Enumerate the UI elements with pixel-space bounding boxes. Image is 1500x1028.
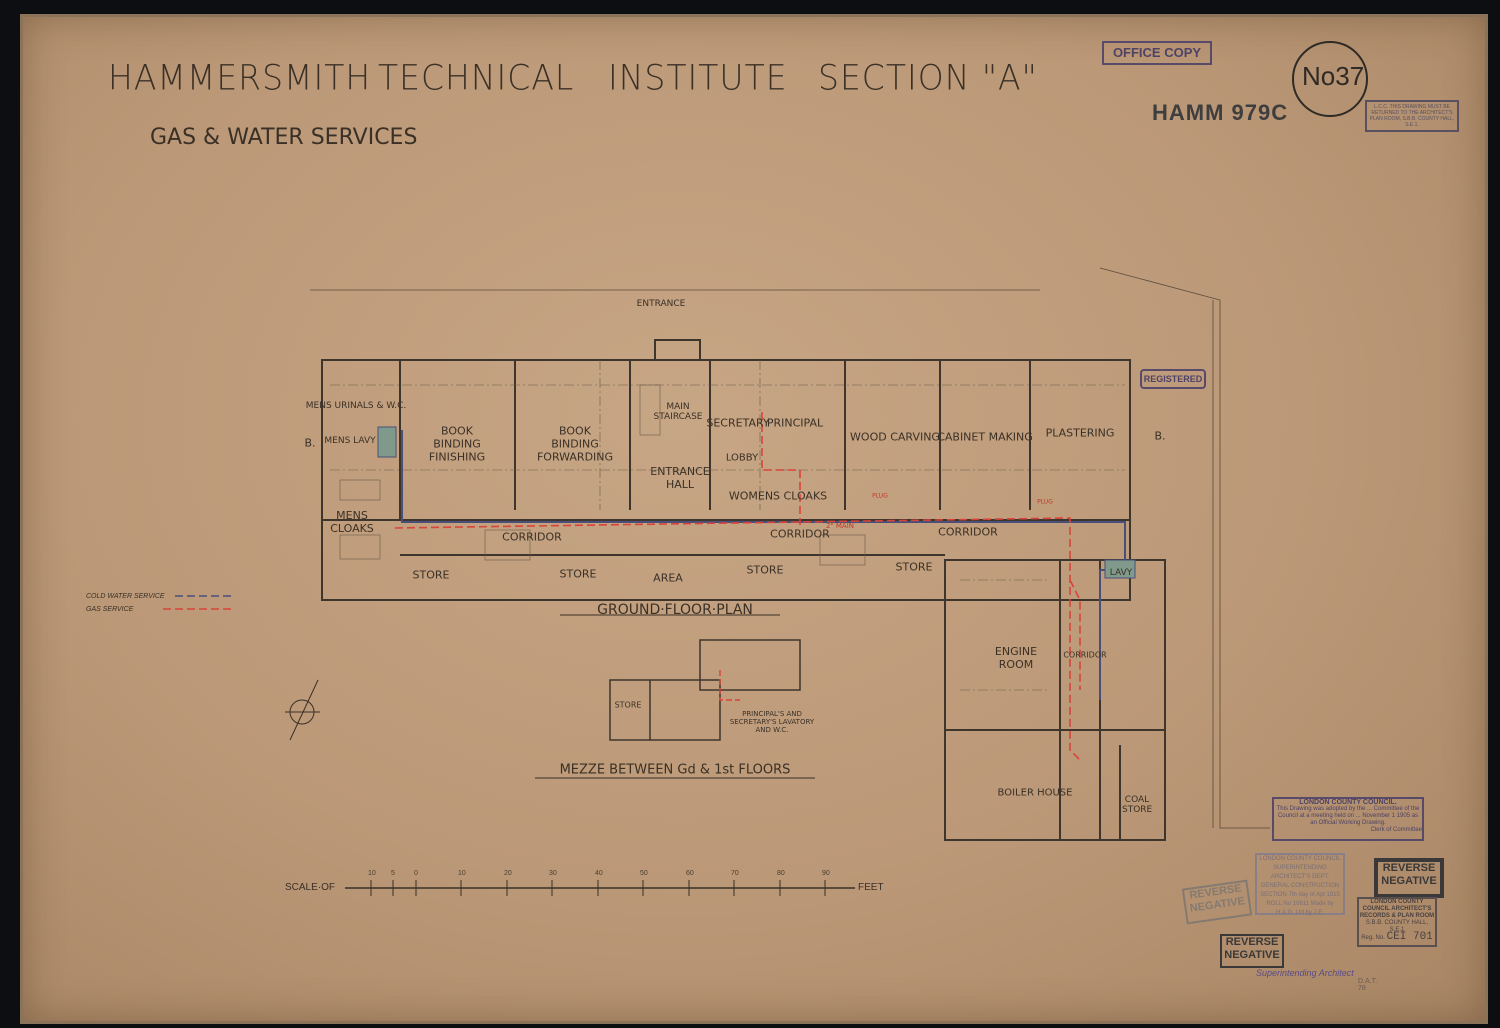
mezzanine-walls — [609, 639, 801, 741]
room-label: CABINET MAKING — [937, 430, 1033, 444]
room-label: STORE — [895, 560, 933, 574]
cold-water-service-line — [401, 430, 1126, 700]
room-label: BOOK BINDING FORWARDING — [536, 424, 614, 464]
title-technical: TECHNICAL — [378, 57, 575, 98]
room-label: MENS CLOAKS — [330, 509, 374, 535]
scale-tick: 50 — [640, 870, 648, 877]
scale-tick: 80 — [777, 870, 785, 877]
lcc-return-stamp: L.C.C. THIS DRAWING MUST BE RETURNED TO … — [1365, 100, 1459, 132]
plug-label: PLUG — [1037, 498, 1053, 506]
lavatory-fixture — [1104, 559, 1136, 579]
scale-tick: 40 — [595, 870, 603, 877]
north-compass — [285, 679, 320, 741]
scale-tick: 5 — [391, 870, 395, 877]
room-label: LAVY — [1109, 568, 1133, 578]
number-circle: No37 — [1292, 41, 1368, 117]
reverse-negative-stamp-2: REVERSE NEGATIVE — [1374, 858, 1444, 898]
legend-water-label: COLD WATER SERVICE — [86, 593, 165, 600]
subtitle: GAS & WATER SERVICES — [150, 125, 418, 150]
room-label: WOMENS CLOAKS — [728, 489, 828, 503]
scale-tick: 60 — [686, 870, 694, 877]
room-label: CORRIDOR — [502, 530, 562, 544]
room-label: STORE — [412, 568, 450, 582]
lcc-adopted-sign: Clerk of Committee — [1370, 827, 1422, 833]
gas-main-label: 2" MAIN — [825, 522, 855, 530]
room-label: SECRETARY — [706, 416, 770, 430]
entrance-label: ENTRANCE — [636, 299, 686, 309]
room-label: LOBBY — [725, 452, 759, 464]
room-label: STORE — [746, 563, 784, 577]
room-label: WOOD CARVING — [850, 430, 940, 444]
room-label: BOILER HOUSE — [997, 787, 1073, 799]
room-label: MAIN STAIRCASE — [653, 402, 703, 422]
title-hammersmith: HAMMERSMITH — [108, 57, 372, 98]
drawing-number: No37 — [1302, 61, 1365, 91]
scale-tick: 10 — [458, 870, 466, 877]
mezzanine-store: STORE — [614, 700, 642, 710]
lcc-adopted-stamp: LONDON COUNTY COUNCIL. This Drawing was … — [1272, 797, 1424, 841]
registered-stamp: REGISTERED — [1140, 369, 1206, 389]
scale-tick: 20 — [504, 870, 512, 877]
title-section: SECTION "A" — [818, 57, 1038, 98]
room-label: PRINCIPAL — [766, 416, 824, 430]
mezzanine-title: MEZZE BETWEEN Gd & 1st FLOORS — [559, 762, 791, 778]
mens-lavatory-fixture — [377, 426, 397, 458]
section-mark-left: B. — [304, 436, 316, 450]
scale-tick: 10 — [368, 870, 376, 877]
room-label: BOOK BINDING FINISHING — [428, 424, 486, 464]
room-label: ENTRANCE HALL — [650, 465, 710, 491]
lcc-adopted-body: This Drawing was adopted by the ... Comm… — [1276, 806, 1420, 826]
gas-service-line — [394, 412, 1081, 761]
room-label: AREA — [653, 571, 683, 585]
room-label: CORRIDOR — [770, 527, 830, 541]
room-label: ENGINE ROOM — [994, 645, 1038, 671]
room-label: PLASTERING — [1045, 426, 1115, 440]
room-label: MENS URINALS & W.C. — [305, 401, 407, 411]
records-stamp: LONDON COUNTY COUNCIL ARCHITECT'S RECORD… — [1357, 897, 1437, 947]
records-title: LONDON COUNTY COUNCIL ARCHITECT'S RECORD… — [1359, 899, 1435, 919]
records-address: S.B.B. COUNTY HALL, S.E.1 — [1365, 920, 1429, 933]
reference-stamp: HAMM 979C — [1152, 100, 1289, 125]
title-institute: INSTITUTE — [608, 57, 788, 98]
ground-floor-walls — [321, 339, 1166, 841]
room-label: STORE — [559, 567, 597, 581]
scale-tick: 70 — [731, 870, 739, 877]
records-reg: CEI 701 — [1386, 931, 1433, 943]
lcc-adopted-title: LONDON COUNTY COUNCIL. — [1299, 799, 1397, 806]
superintending-dept-stamp: LONDON COUNTY COUNCIL SUPERINTENDING ARC… — [1255, 853, 1345, 916]
superintending-architect-label: Superintending Architect — [1256, 968, 1354, 978]
records-reg-label: Reg. No. — [1361, 935, 1385, 941]
room-label: COAL STORE — [1122, 795, 1153, 815]
scale-tick: 0 — [414, 870, 418, 877]
plug-label: PLUG — [872, 492, 888, 500]
scale-tick: 90 — [822, 870, 830, 877]
scale-label: SCALE·OF — [285, 882, 336, 893]
initials: D.A.T. 78 — [1358, 978, 1378, 992]
mezzanine-note: PRINCIPAL'S AND SECRETARY'S LAVATORY AND… — [729, 710, 815, 734]
scale-bar — [345, 880, 855, 896]
ground-floor-plan-title: GROUND·FLOOR·PLAN — [597, 602, 753, 618]
office-copy-stamp: OFFICE COPY — [1102, 41, 1212, 65]
legend-gas-label: GAS SERVICE — [86, 606, 134, 613]
room-label: MENS LAVY — [324, 436, 376, 446]
reverse-negative-stamp-3: REVERSE NEGATIVE — [1220, 934, 1284, 968]
section-mark-right: B. — [1154, 429, 1166, 443]
scale-tick: 30 — [549, 870, 557, 877]
scale-unit: FEET — [858, 882, 884, 893]
room-label: CORRIDOR — [938, 525, 998, 539]
supt-title: LONDON COUNTY COUNCIL SUPERINTENDING ARC… — [1259, 856, 1341, 880]
supt-body: GENERAL CONSTRUCTION SECTION 7th day of … — [1260, 883, 1340, 916]
room-label: CORRIDOR — [1063, 650, 1107, 660]
